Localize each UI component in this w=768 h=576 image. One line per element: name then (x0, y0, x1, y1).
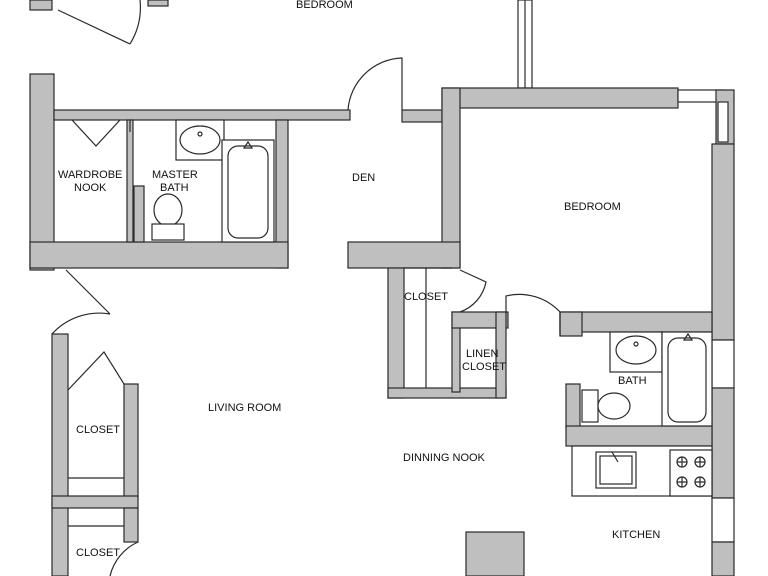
door-bath (505, 293, 561, 336)
label-dinning-nook: DINNING NOOK (403, 452, 486, 464)
wall-closet-bottom (387, 387, 507, 399)
wall-west-upper (29, 73, 55, 271)
fixtures (68, 119, 713, 527)
master-sink-icon (179, 125, 221, 155)
window-east (717, 101, 729, 143)
wall-top-left-stub (29, 0, 53, 11)
label-den: DEN (352, 172, 375, 184)
wall-west-lower (51, 333, 69, 576)
label-wardrobe-line2: NOOK (74, 182, 107, 194)
label-kitchen: KITCHEN (612, 529, 660, 541)
label-master-line1: MASTER (152, 169, 198, 181)
wall-closet-upper-right (123, 383, 139, 499)
wall-linen-right (495, 311, 507, 399)
wall-master-bottom (29, 241, 289, 269)
wall-wardrobe-divider (126, 119, 134, 243)
wall-bedroom-top (441, 87, 679, 109)
master-toilet-icon (153, 193, 183, 227)
label-closet-left-lower: CLOSET (76, 547, 120, 559)
door-living-left (51, 269, 111, 335)
bath-toilet-tank (581, 389, 599, 423)
window-east-3 (711, 497, 735, 543)
bath-tub-icon (661, 331, 713, 427)
door-closet-lower (109, 541, 139, 576)
label-bedroom-right: BEDROOM (564, 201, 621, 213)
window-east-2 (711, 339, 735, 389)
kitchen-island (465, 531, 525, 576)
bath-toilet-icon (597, 392, 631, 420)
door-closet-center (459, 269, 487, 313)
label-wardrobe-line1: WARDROBE (58, 169, 122, 181)
wall-linen-top (451, 311, 509, 329)
wall-closet-lower-right (123, 507, 139, 543)
wall-east-1 (711, 143, 735, 341)
wall-top-stub-2 (147, 0, 169, 7)
wall-den-right-upper (401, 109, 443, 123)
room-labels: BEDROOM WARDROBE NOOK MASTER BATH DEN BE… (58, 0, 660, 559)
wall-closet-divider (51, 495, 139, 509)
doors (51, 0, 561, 576)
wall-bath-left (559, 311, 583, 337)
bath-sink-icon (615, 335, 657, 365)
door-den (347, 57, 403, 111)
label-linen-line1: LINEN (466, 348, 498, 360)
door-closet-upper (67, 351, 125, 391)
label-bedroom-top: BEDROOM (296, 0, 353, 11)
wall-den-bottom (347, 241, 461, 269)
label-linen-line2: CLOSET (462, 361, 506, 373)
label-living-room: LIVING ROOM (208, 402, 281, 414)
wall-east-2 (711, 387, 735, 499)
wall-den-right (441, 87, 461, 269)
wall-master-top (53, 109, 351, 121)
wall-bath-bottom (565, 425, 713, 447)
wall-master-inner (133, 185, 145, 243)
label-closet-left-upper: CLOSET (76, 424, 120, 436)
wall-east-3 (711, 541, 735, 576)
master-tub-icon (221, 139, 275, 243)
label-master-line2: BATH (160, 182, 189, 194)
label-closet-center: CLOSET (404, 291, 448, 303)
door-top-left (57, 0, 141, 45)
walls (29, 0, 735, 576)
wall-bath-top (559, 311, 713, 333)
door-wardrobe (71, 119, 121, 147)
wall-bath-left-lower (565, 383, 581, 429)
stove-icon (669, 449, 713, 497)
wall-closet-left (387, 267, 405, 399)
label-bath: BATH (618, 375, 647, 387)
kitchen-sink-icon (595, 451, 637, 489)
